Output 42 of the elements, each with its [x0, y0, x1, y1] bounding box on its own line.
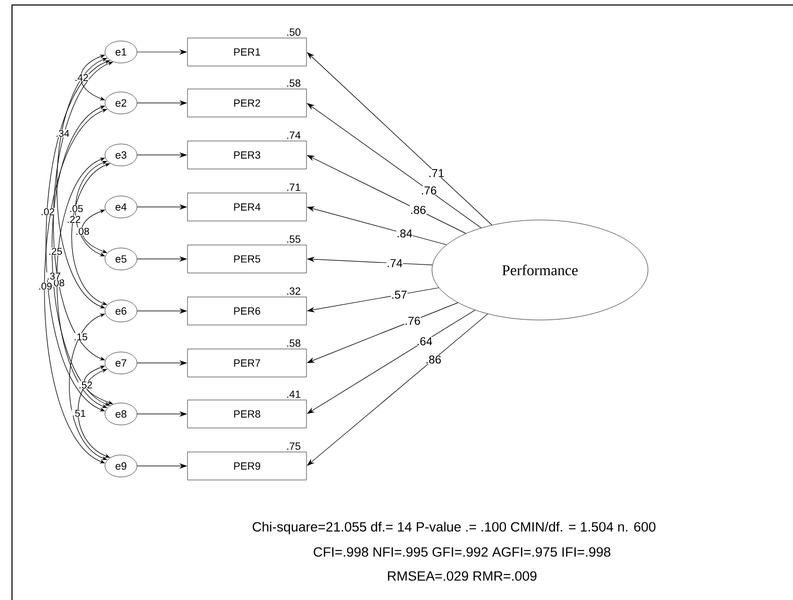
edge-label: .15: [73, 333, 88, 341]
edge-label: .76: [404, 316, 421, 326]
indicator-box: PER6: [187, 296, 307, 326]
indicator-box: PER1: [187, 38, 307, 66]
edge-label: .57: [390, 290, 408, 300]
edge-label: .52: [78, 381, 93, 389]
indicator-box: PER8: [187, 400, 307, 428]
indicator-box: PER9: [187, 452, 307, 480]
edge-label: .37: [46, 272, 62, 280]
fit-statistics: CFI=.998 NFI=.995 GFI=.992 AGFI=.975 IFI=.998: [314, 547, 610, 557]
edge-label: .51: [72, 410, 86, 418]
r-squared-value: .75: [287, 442, 300, 450]
r-squared-value: .32: [287, 287, 300, 295]
fit-statistics: RMSEA=.029 RMR=.009: [388, 571, 536, 581]
r-squared-value: .58: [287, 339, 300, 347]
r-squared-value: .55: [287, 236, 300, 243]
edge-label: .84: [396, 229, 413, 238]
edge-label: .76: [420, 186, 438, 195]
edge-label: .86: [425, 355, 442, 364]
edge-label: .02: [40, 208, 56, 216]
edge-label: .22: [66, 216, 82, 224]
edge-label: .25: [48, 248, 63, 256]
indicator-box: PER4: [187, 192, 307, 222]
indicator-box: PER2: [187, 88, 307, 118]
edge-label: .74: [386, 258, 403, 268]
edge-label: .42: [74, 74, 89, 82]
edge-label: .71: [428, 168, 445, 178]
indicator-box: PER5: [187, 244, 307, 274]
edge-label: .08: [75, 228, 90, 236]
edge-label: .09: [38, 282, 52, 290]
r-squared-value: .41: [287, 390, 300, 398]
r-squared-value: .74: [287, 132, 300, 139]
r-squared-value: .58: [287, 79, 300, 87]
r-squared-value: .71: [287, 184, 300, 191]
edge-label: .86: [410, 206, 426, 214]
edge-label: .64: [416, 336, 433, 346]
edge-label: .05: [69, 204, 84, 212]
r-squared-value: .50: [287, 28, 300, 36]
fit-statistics: Chi-square=21.055 df.= 14 P-value .= .100 CMIN/df. = 1.504 n. 600: [252, 522, 656, 534]
indicator-box: PER7: [187, 348, 307, 378]
edge-label: .34: [55, 130, 70, 138]
indicator-box: PER3: [187, 140, 307, 170]
